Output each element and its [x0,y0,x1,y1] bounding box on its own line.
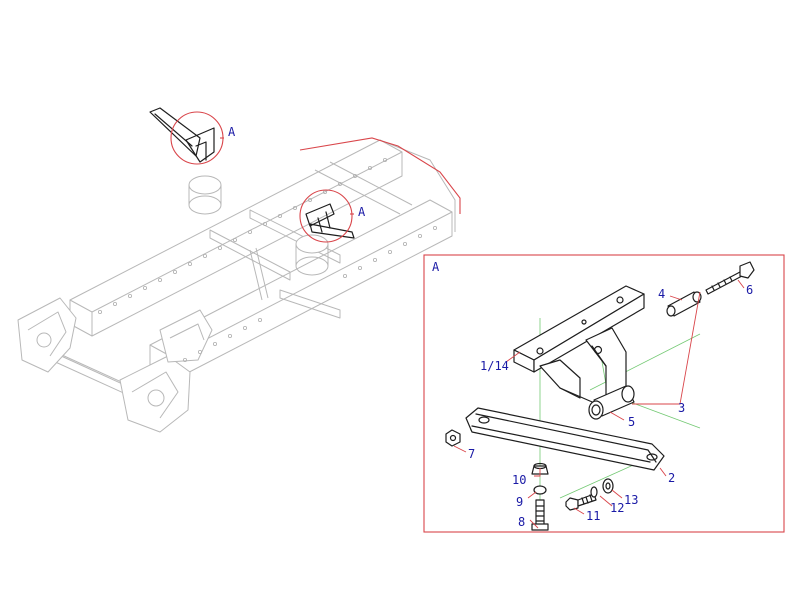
label-part-4: 4 [658,287,665,301]
label-part-10: 10 [512,473,526,487]
callout-circle-right [299,189,354,243]
label-part-11: 11 [586,509,600,523]
label-part-13: 13 [624,493,638,507]
chassis-bracket-right [305,203,355,239]
label-part-8: 8 [518,515,525,529]
part-bolt-11 [565,493,597,511]
label-part-5: 5 [628,415,635,429]
chassis-frame [17,137,461,433]
callout-label-left: A [228,125,236,139]
label-part-3: 3 [678,401,685,415]
callout-circle-left [170,111,224,165]
detail-frame [423,254,785,533]
callout-label-right: A [358,205,366,219]
label-part-7: 7 [468,447,475,461]
leader-lines [453,279,745,529]
label-part-12: 12 [610,501,624,515]
detail-title: A [432,260,440,274]
part-sleeve-4 [666,291,702,317]
label-part-1: 1/14 [480,359,509,373]
part-bushing-5 [588,385,635,420]
chassis-bracket-left [149,107,215,163]
part-nut-7 [445,429,461,447]
part-arm-2 [465,407,665,471]
part-bolt-8 [531,499,549,531]
label-part-6: 6 [746,283,753,297]
label-part-2: 2 [668,471,675,485]
part-bolt-6 [705,261,755,295]
label-part-9: 9 [516,495,523,509]
part-washer-12 [590,486,598,498]
part-washer-13 [602,478,614,494]
part-washer-9 [533,485,547,495]
